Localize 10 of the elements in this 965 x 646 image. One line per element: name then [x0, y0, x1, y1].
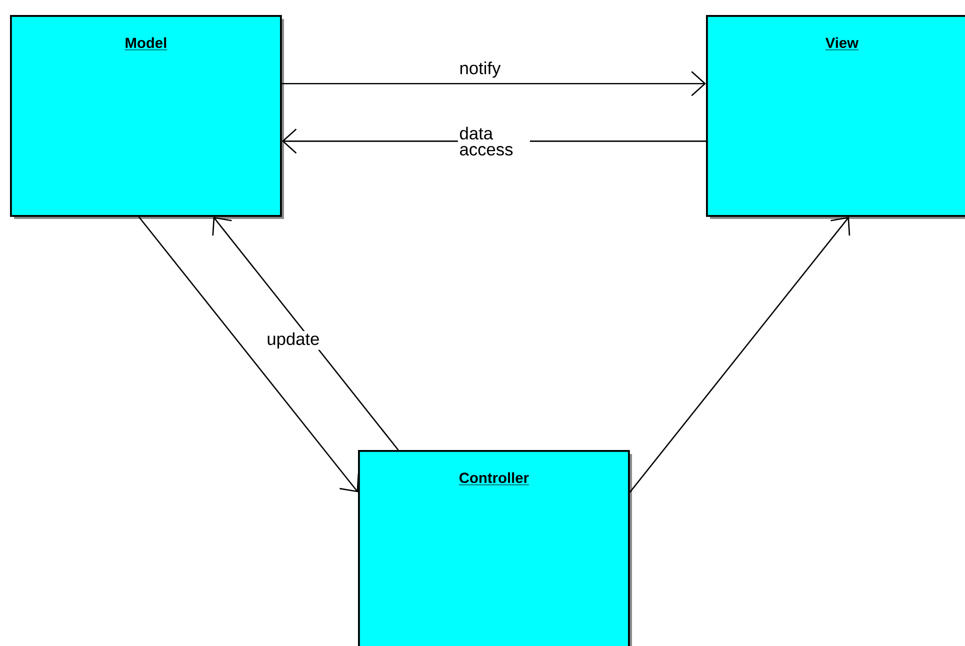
arrow [282, 71, 706, 96]
edge-label: update [268, 332, 319, 348]
edge-label: data access [460, 126, 513, 156]
edge-label: notify [460, 62, 501, 78]
arrow [629, 216, 850, 493]
arrow [138, 216, 360, 492]
class-box: Model [10, 15, 284, 219]
arrow [212, 216, 399, 450]
class-box: View [706, 15, 965, 219]
class-box: Controller [358, 450, 632, 646]
